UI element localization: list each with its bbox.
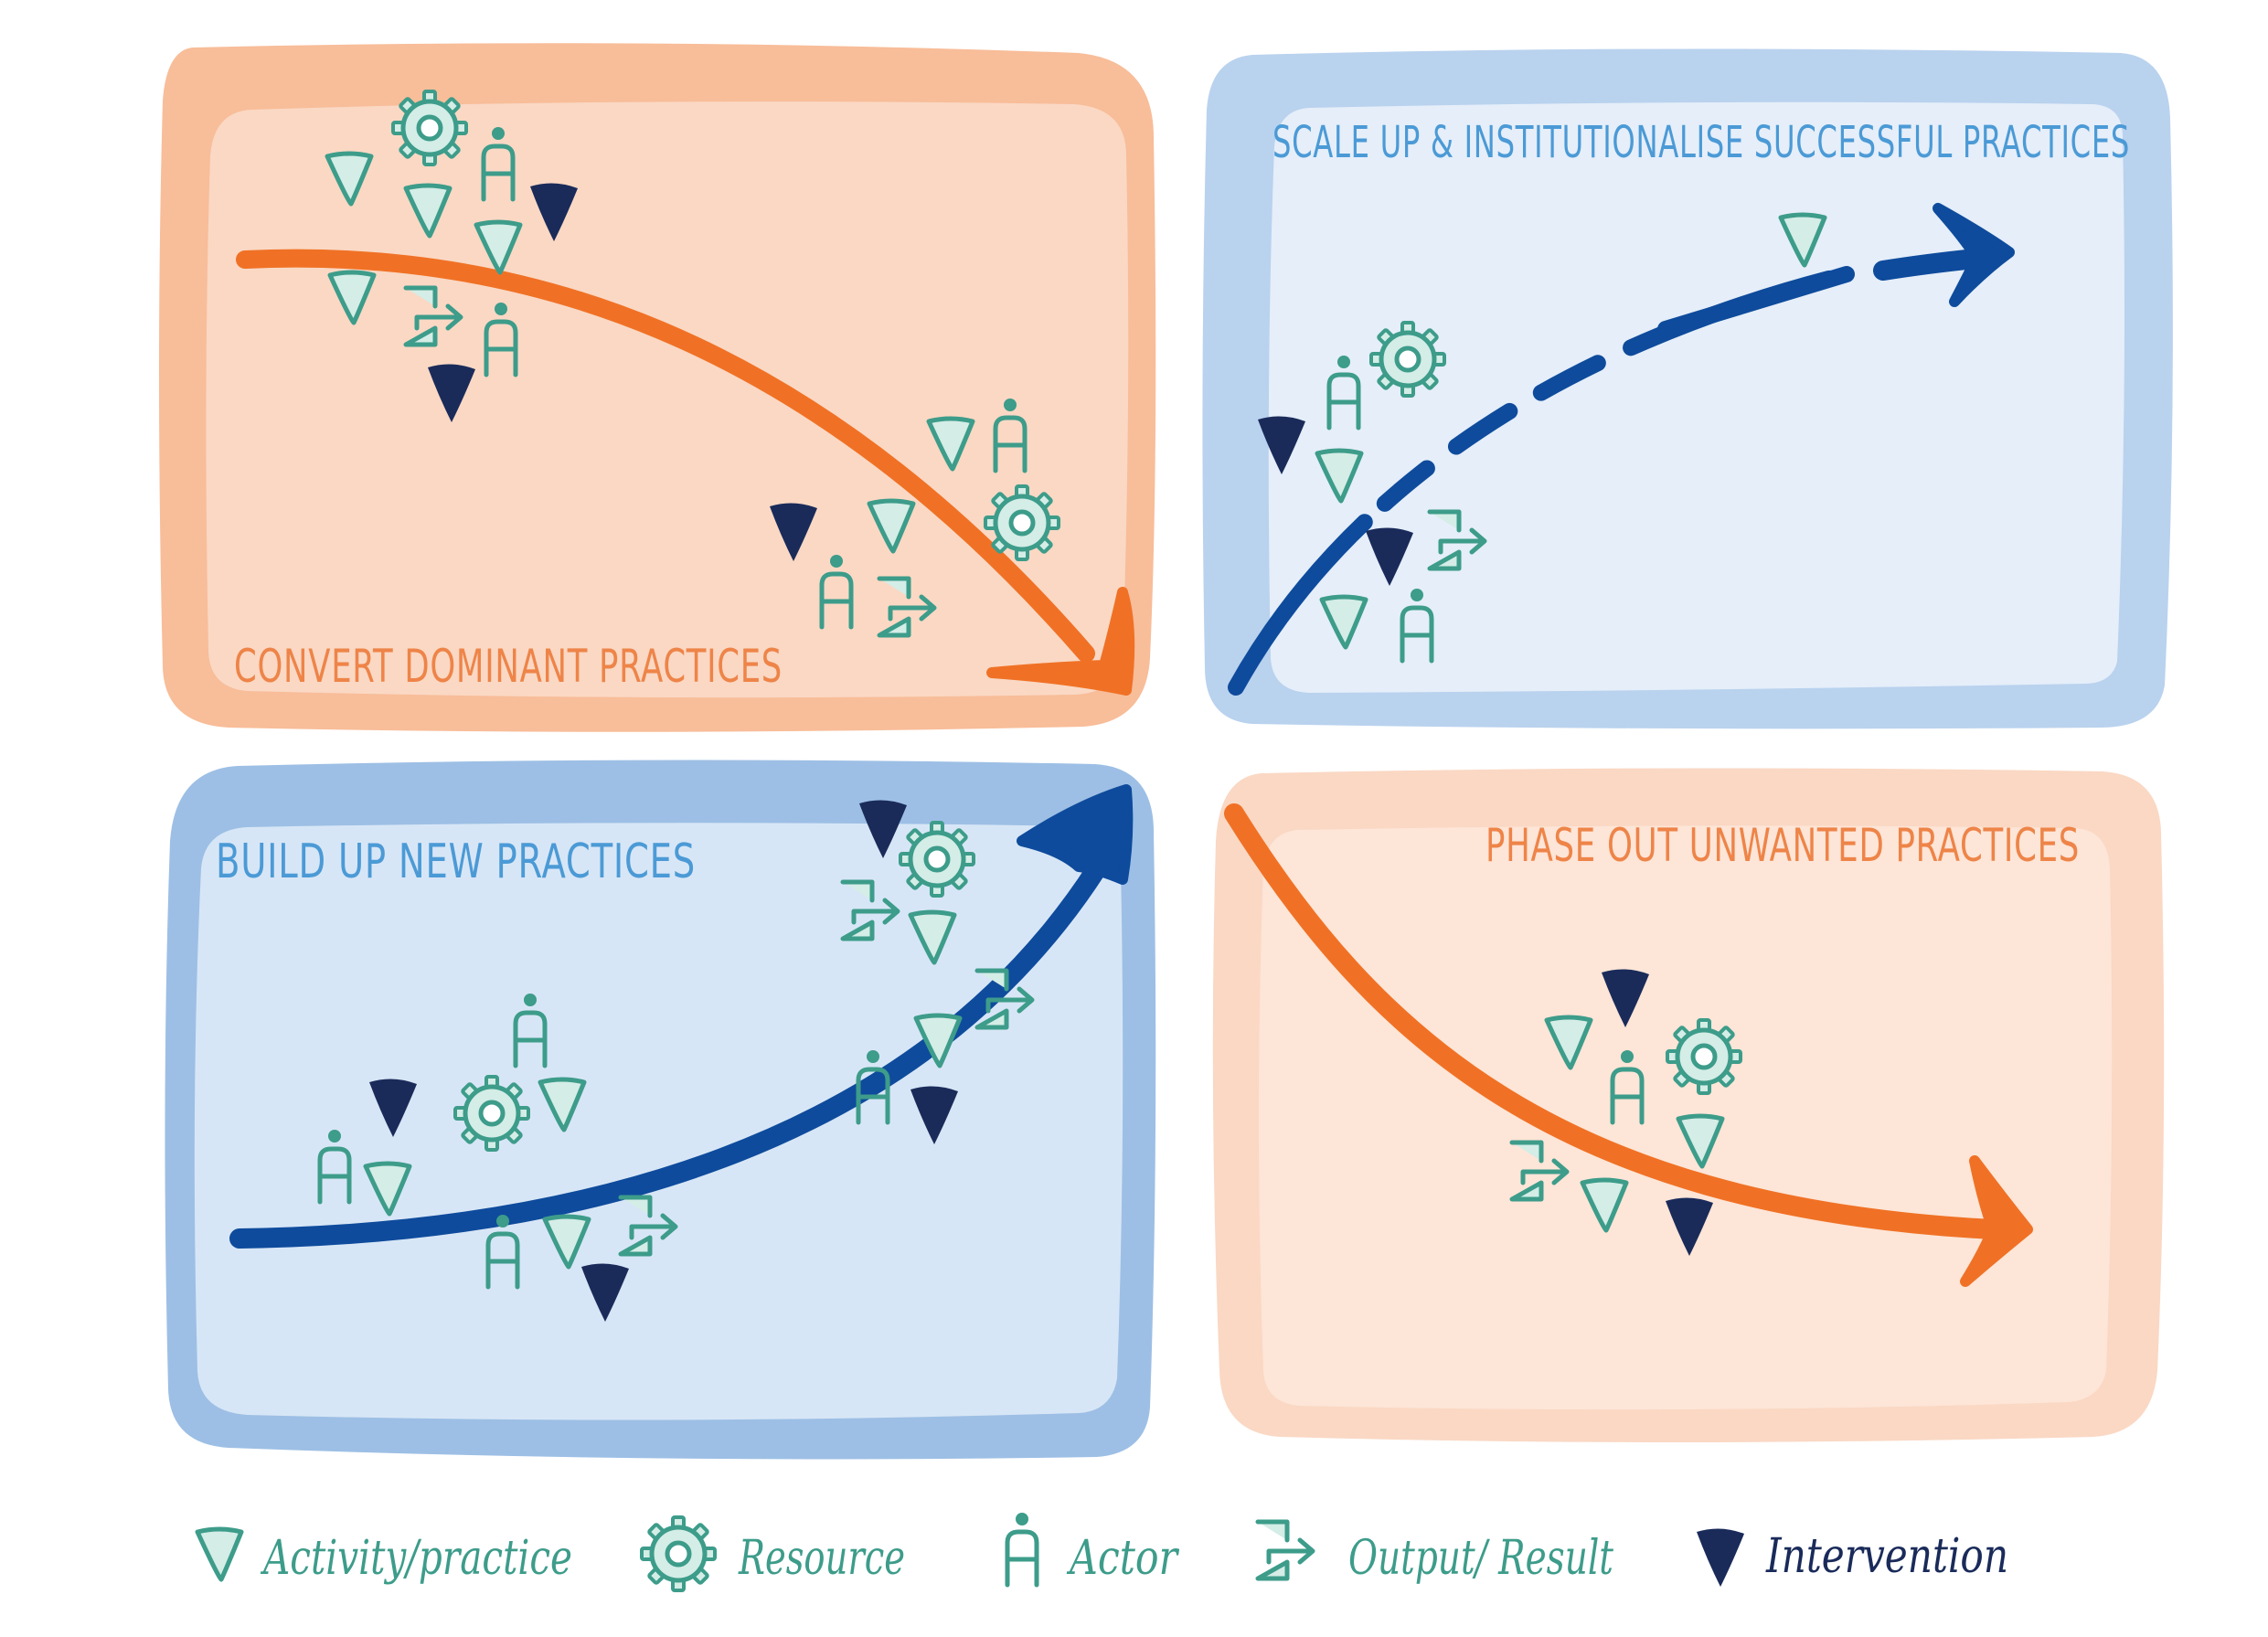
resource-gear-icon: [455, 1077, 528, 1150]
quadrant-panel: [194, 823, 1123, 1420]
convert-arrow: [236, 249, 1095, 663]
scale-up-arrow-tail: [1657, 266, 1855, 337]
activity-practice-icon: [197, 1529, 241, 1579]
build-up-arrow-head: [1017, 784, 1134, 885]
legend-label: Resource: [738, 1531, 905, 1586]
legend-label: Intervention: [1765, 1529, 2008, 1584]
legend-label: Actor: [1067, 1531, 1180, 1586]
resource-gear-icon: [1371, 323, 1444, 396]
quadrant-build-up: BUILD UP NEW PRACTICES: [165, 760, 1156, 1460]
quadrant-panel: [1268, 101, 2124, 693]
legend-item-intervention: Intervention: [1697, 1528, 2008, 1587]
actor-icon: [1007, 1513, 1037, 1585]
resource-gear-icon: [642, 1517, 715, 1590]
quadrant-title: PHASE OUT UNWANTED PRACTICES: [1485, 819, 2080, 872]
legend-item-activity: Activity/practice: [197, 1529, 572, 1586]
legend-label: Output/ Result: [1348, 1531, 1613, 1586]
resource-gear-icon: [900, 823, 974, 896]
legend-item-actor: Actor: [1007, 1513, 1180, 1586]
quadrant-panel: [206, 101, 1129, 698]
scale-up-arrow-head: [1933, 203, 2015, 307]
resource-gear-icon: [985, 486, 1059, 559]
quadrant-convert-dominant: CONVERT DOMINANT PRACTICES: [159, 43, 1156, 732]
legend-item-output: Output/ Result: [1258, 1522, 1613, 1586]
quadrant-title: SCALE UP & INSTITUTIONALISE SUCCESSFUL P…: [1272, 117, 2130, 168]
resource-gear-icon: [393, 91, 466, 165]
quadrant-title: BUILD UP NEW PRACTICES: [216, 834, 696, 889]
intervention-icon: [1697, 1528, 1744, 1587]
resource-gear-icon: [1667, 1020, 1741, 1093]
legend: Activity/practice Resource Actor Output/…: [197, 1513, 2008, 1590]
phase-out-arrow-head: [1960, 1155, 2033, 1287]
legend-label: Activity/practice: [261, 1531, 572, 1586]
quadrant-title: CONVERT DOMINANT PRACTICES: [234, 640, 783, 693]
quadrant-scale-up: SCALE UP & INSTITUTIONALISE SUCCESSFUL P…: [1202, 48, 2173, 729]
output-result-icon: [1258, 1522, 1313, 1579]
legend-item-resource: Resource: [642, 1517, 905, 1590]
phase-out-arrow: [1224, 803, 2003, 1239]
quadrant-phase-out: PHASE OUT UNWANTED PRACTICES: [1212, 768, 2165, 1442]
convert-arrow-head: [986, 587, 1135, 696]
